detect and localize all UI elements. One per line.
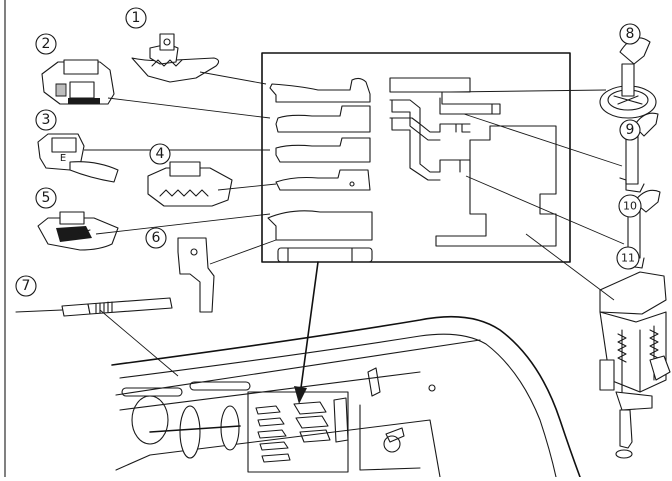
callout-8-label: 8 (626, 26, 635, 42)
tray-slot-quilting-guide (389, 99, 471, 141)
tray-slot-foot-3 (275, 137, 371, 163)
zipper-foot-letter: E (60, 153, 66, 164)
tray-slot-foot-4 (275, 169, 371, 191)
callout-6-label: 6 (152, 230, 161, 246)
callout-10: 10 (618, 194, 642, 218)
callout-10-label: 10 (623, 200, 637, 213)
callout-1-label: 1 (132, 10, 141, 26)
callout-5: 5 (35, 187, 57, 209)
button-sewing-foot (177, 237, 277, 313)
zigzag-foot (131, 33, 267, 85)
walking-foot (525, 233, 671, 459)
callout-8: 8 (619, 23, 641, 45)
callout-1: 1 (125, 7, 147, 29)
spool-holder (449, 37, 657, 119)
darning-foot (465, 175, 661, 269)
blind-stitch-foot (37, 211, 271, 251)
callout-9: 9 (619, 119, 641, 141)
callout-3: 3 (35, 109, 57, 131)
location-arrow (294, 261, 319, 404)
tray-slot-walking-foot (435, 125, 557, 247)
callout-3-label: 3 (42, 112, 51, 128)
callout-6: 6 (145, 227, 167, 249)
callout-11: 11 (616, 246, 640, 270)
tray-slot-darning-foot (389, 117, 471, 181)
seam-ripper (15, 297, 179, 377)
sewing-machine-view (111, 315, 581, 478)
callout-2-label: 2 (42, 36, 51, 52)
tray-outline (261, 52, 571, 263)
tray-slot-seam-ripper (277, 247, 373, 263)
tray-slot-foot-2 (275, 105, 371, 133)
tray-slot-foot-1 (269, 77, 371, 103)
callout-2: 2 (35, 33, 57, 55)
callout-7-label: 7 (22, 278, 31, 294)
callout-4: 4 (149, 143, 171, 165)
tray-slot-foot-5 (267, 210, 373, 241)
callout-11-label: 11 (621, 252, 635, 265)
buttonhole-foot (41, 59, 271, 119)
callout-5-label: 5 (42, 190, 51, 206)
callout-7: 7 (15, 275, 37, 297)
tray-slot-spool-holder (389, 77, 501, 115)
callout-4-label: 4 (156, 146, 165, 162)
satin-stitch-foot (147, 161, 277, 207)
zipper-foot: E (37, 133, 270, 183)
machine-tray (247, 391, 349, 473)
storage-tray (261, 52, 571, 263)
callout-9-label: 9 (626, 122, 635, 138)
